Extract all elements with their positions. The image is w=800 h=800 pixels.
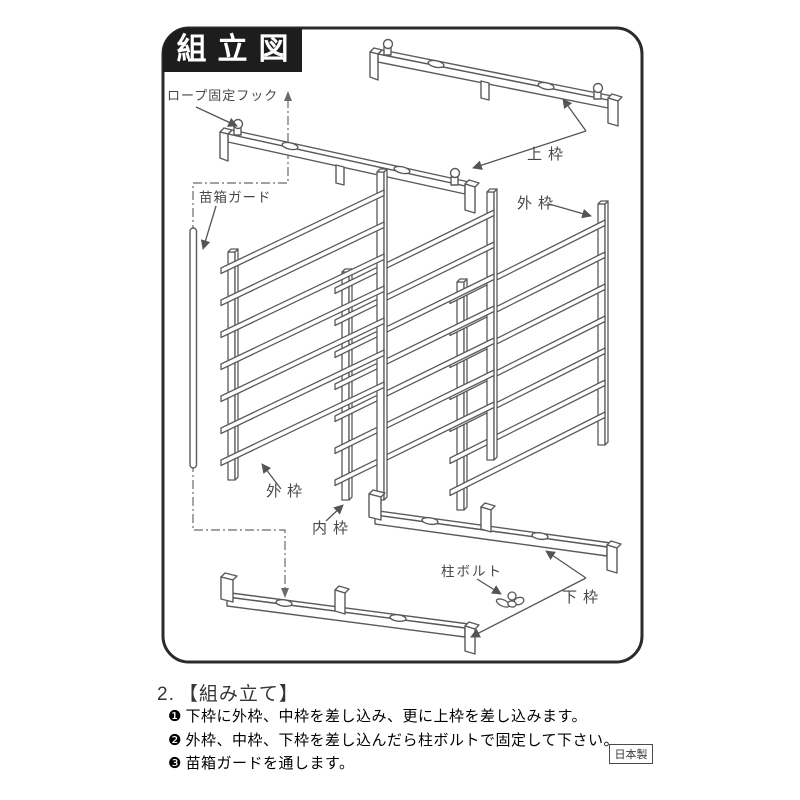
top-frame-upper [369,38,623,127]
bottom-frame-lower [220,572,480,655]
page-title: 組立図 [176,33,300,66]
panel-inner [334,188,498,501]
instructions-list: ❶ 下枠に外枠、中枠を差し込み、更に上枠を差し込みます。 ❷ 外枠、中枠、下枠を… [168,708,638,780]
step-marker: ❷ [168,731,182,749]
instruction-step: ❸ 苗箱ガードを通します。 [168,755,638,773]
instruction-step: ❶ 下枠に外枠、中枠を差し込み、更に上枠を差し込みます。 [168,708,638,726]
label-post-bolt: 柱ボルト [441,564,503,579]
step-text: 苗箱ガードを通します。 [185,755,355,772]
guide-arrow-up [284,91,292,101]
section-title: 【組み立て】 [178,684,299,705]
label-rope-hook: ロープ固定フック [167,88,279,103]
label-arrows [195,98,592,638]
instructions-heading: 2.【組み立て】 [157,679,299,706]
label-outer-frame-right: 外枠 [517,195,560,212]
label-seedling-guard: 苗箱ガード [199,190,272,205]
label-inner-frame: 内枠 [312,520,355,537]
panel-outer-left [220,168,388,501]
seedling-guard-rod [189,227,198,469]
guide-arrow-down [281,588,289,598]
instruction-step: ❷ 外枠、中枠、下枠を差し込んだら柱ボルトで固定して下さい。 [168,731,638,750]
label-outer-frame-left: 外枠 [266,483,309,500]
post-bolt [495,591,525,608]
step-text: 外枠、中枠、下枠を差し込んだら柱ボルトで固定して下さい。 [185,731,620,749]
section-number: 2. [157,684,175,705]
step-marker: ❶ [168,708,182,725]
title-bar: 組立図 [163,28,302,72]
label-bottom-frame: 下枠 [562,589,605,606]
step-text: 下枠に外枠、中枠を差し込み、更に上枠を差し込みます。 [185,708,587,725]
made-in-japan-badge: 日本製 [609,744,653,764]
diagram-border [161,26,644,664]
label-top-frame: 上枠 [527,146,570,163]
bottom-frame-upper [368,489,622,574]
step-marker: ❸ [168,755,182,772]
